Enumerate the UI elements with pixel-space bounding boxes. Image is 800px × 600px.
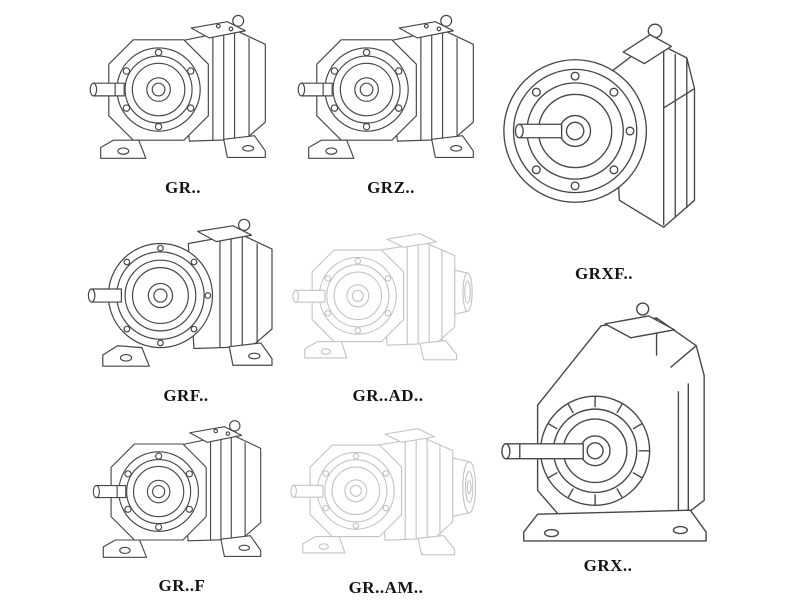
product-cell-gram: GR..AM.. xyxy=(290,414,482,598)
product-cell-grz: GRZ.. xyxy=(296,6,486,198)
product-label-grz: GRZ.. xyxy=(367,178,415,197)
product-label-grfoot: GR..F xyxy=(158,576,206,595)
gr-gearbox-illustration xyxy=(88,6,278,174)
product-cell-grfoot: GR..F xyxy=(88,412,276,596)
grf-gearbox-illustration xyxy=(86,210,286,382)
grx-gearbox-illustration xyxy=(494,296,722,552)
product-cell-grf: GRF.. xyxy=(86,210,286,406)
grz-gearbox-illustration xyxy=(296,6,486,174)
product-label-grad: GR..AD.. xyxy=(352,386,424,405)
product-cell-grxf: GRXF.. xyxy=(498,2,710,284)
product-label-gr: GR.. xyxy=(165,178,201,197)
product-cell-grx: GRX.. xyxy=(494,296,722,576)
gram-gearbox-illustration xyxy=(290,414,482,574)
product-cell-gr: GR.. xyxy=(88,6,278,198)
product-label-grxf: GRXF.. xyxy=(574,264,634,283)
product-label-grf: GRF.. xyxy=(163,386,209,405)
product-cell-grad: GR..AD.. xyxy=(292,216,484,406)
grxf-gearbox-illustration xyxy=(498,2,710,260)
grad-gearbox-illustration xyxy=(292,216,484,382)
product-label-grx: GRX.. xyxy=(583,556,633,575)
grf-foot-gearbox-illustration xyxy=(88,412,276,572)
product-label-gram: GR..AM.. xyxy=(348,578,424,597)
